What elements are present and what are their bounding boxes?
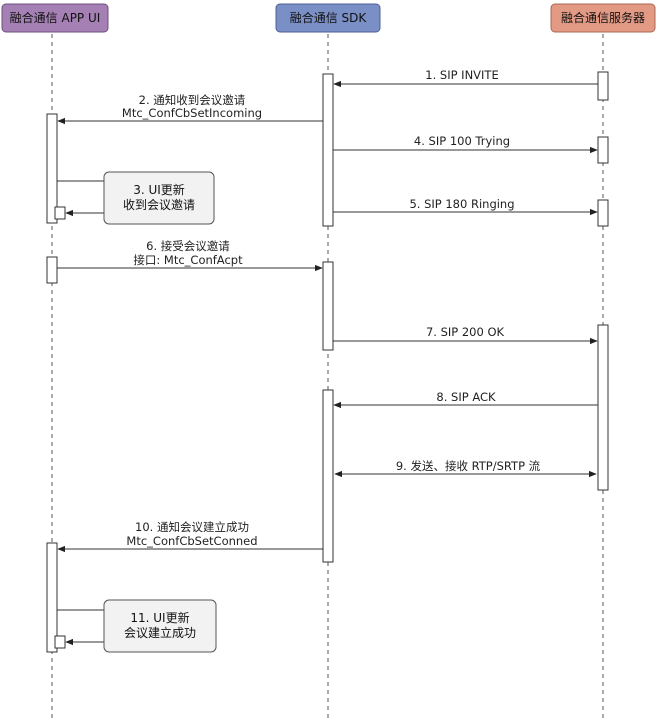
note-11-line1: 11. UI更新 xyxy=(130,610,189,625)
message-6-label-line2: 接口: Mtc_ConfAcpt xyxy=(133,253,243,267)
message-7-label: 7. SIP 200 OK xyxy=(426,325,505,339)
activation-app-3 xyxy=(46,542,58,653)
note-3-line2: 收到会议邀请 xyxy=(123,197,195,212)
message-5-label: 5. SIP 180 Ringing xyxy=(409,197,514,211)
message-10-label-line1: 10. 通知会议建立成功 xyxy=(135,520,249,534)
activation-app-1 xyxy=(46,113,58,224)
participant-server: 融合通信服务器 xyxy=(550,3,656,33)
message-10-label-line2: Mtc_ConfCbSetConned xyxy=(126,534,257,548)
activation-app-2 xyxy=(46,256,58,284)
note-11-box xyxy=(103,599,217,653)
message-4-label: 4. SIP 100 Trying xyxy=(414,134,510,148)
activation-app-nested-1 xyxy=(54,206,66,220)
activation-sdk-1 xyxy=(322,73,334,227)
message-2-label-line2: Mtc_ConfCbSetIncoming xyxy=(122,106,262,120)
activation-sdk-3 xyxy=(322,389,334,563)
participant-sdk-box xyxy=(275,3,381,33)
note-3: 3. UI更新 收到会议邀请 xyxy=(103,171,215,225)
activation-server-1 xyxy=(597,71,609,101)
activation-server-3 xyxy=(597,199,609,227)
activation-server-4 xyxy=(597,324,609,491)
note-11: 11. UI更新 会议建立成功 xyxy=(103,599,217,653)
message-9-label: 9. 发送、接收 RTP/SRTP 流 xyxy=(396,459,541,473)
participant-server-box xyxy=(550,3,656,33)
participant-app-box xyxy=(1,3,109,33)
participant-app-label: 融合通信 APP UI xyxy=(10,10,101,25)
message-6-label-line1: 6. 接受会议邀请 xyxy=(146,239,230,253)
participant-sdk: 融合通信 SDK xyxy=(275,3,381,33)
message-1-label: 1. SIP INVITE xyxy=(425,68,498,82)
participant-app: 融合通信 APP UI xyxy=(1,3,109,33)
note-11-line2: 会议建立成功 xyxy=(124,625,196,640)
message-2-label-line1: 2. 通知收到会议邀请 xyxy=(139,93,246,107)
activation-server-2 xyxy=(597,136,609,164)
participant-sdk-label: 融合通信 SDK xyxy=(290,10,368,25)
message-8-label: 8. SIP ACK xyxy=(436,390,496,404)
participant-server-label: 融合通信服务器 xyxy=(561,10,645,25)
activation-app-nested-2 xyxy=(54,635,66,649)
activation-sdk-2 xyxy=(322,261,334,351)
note-3-line1: 3. UI更新 xyxy=(133,182,185,197)
note-3-box xyxy=(103,171,215,225)
